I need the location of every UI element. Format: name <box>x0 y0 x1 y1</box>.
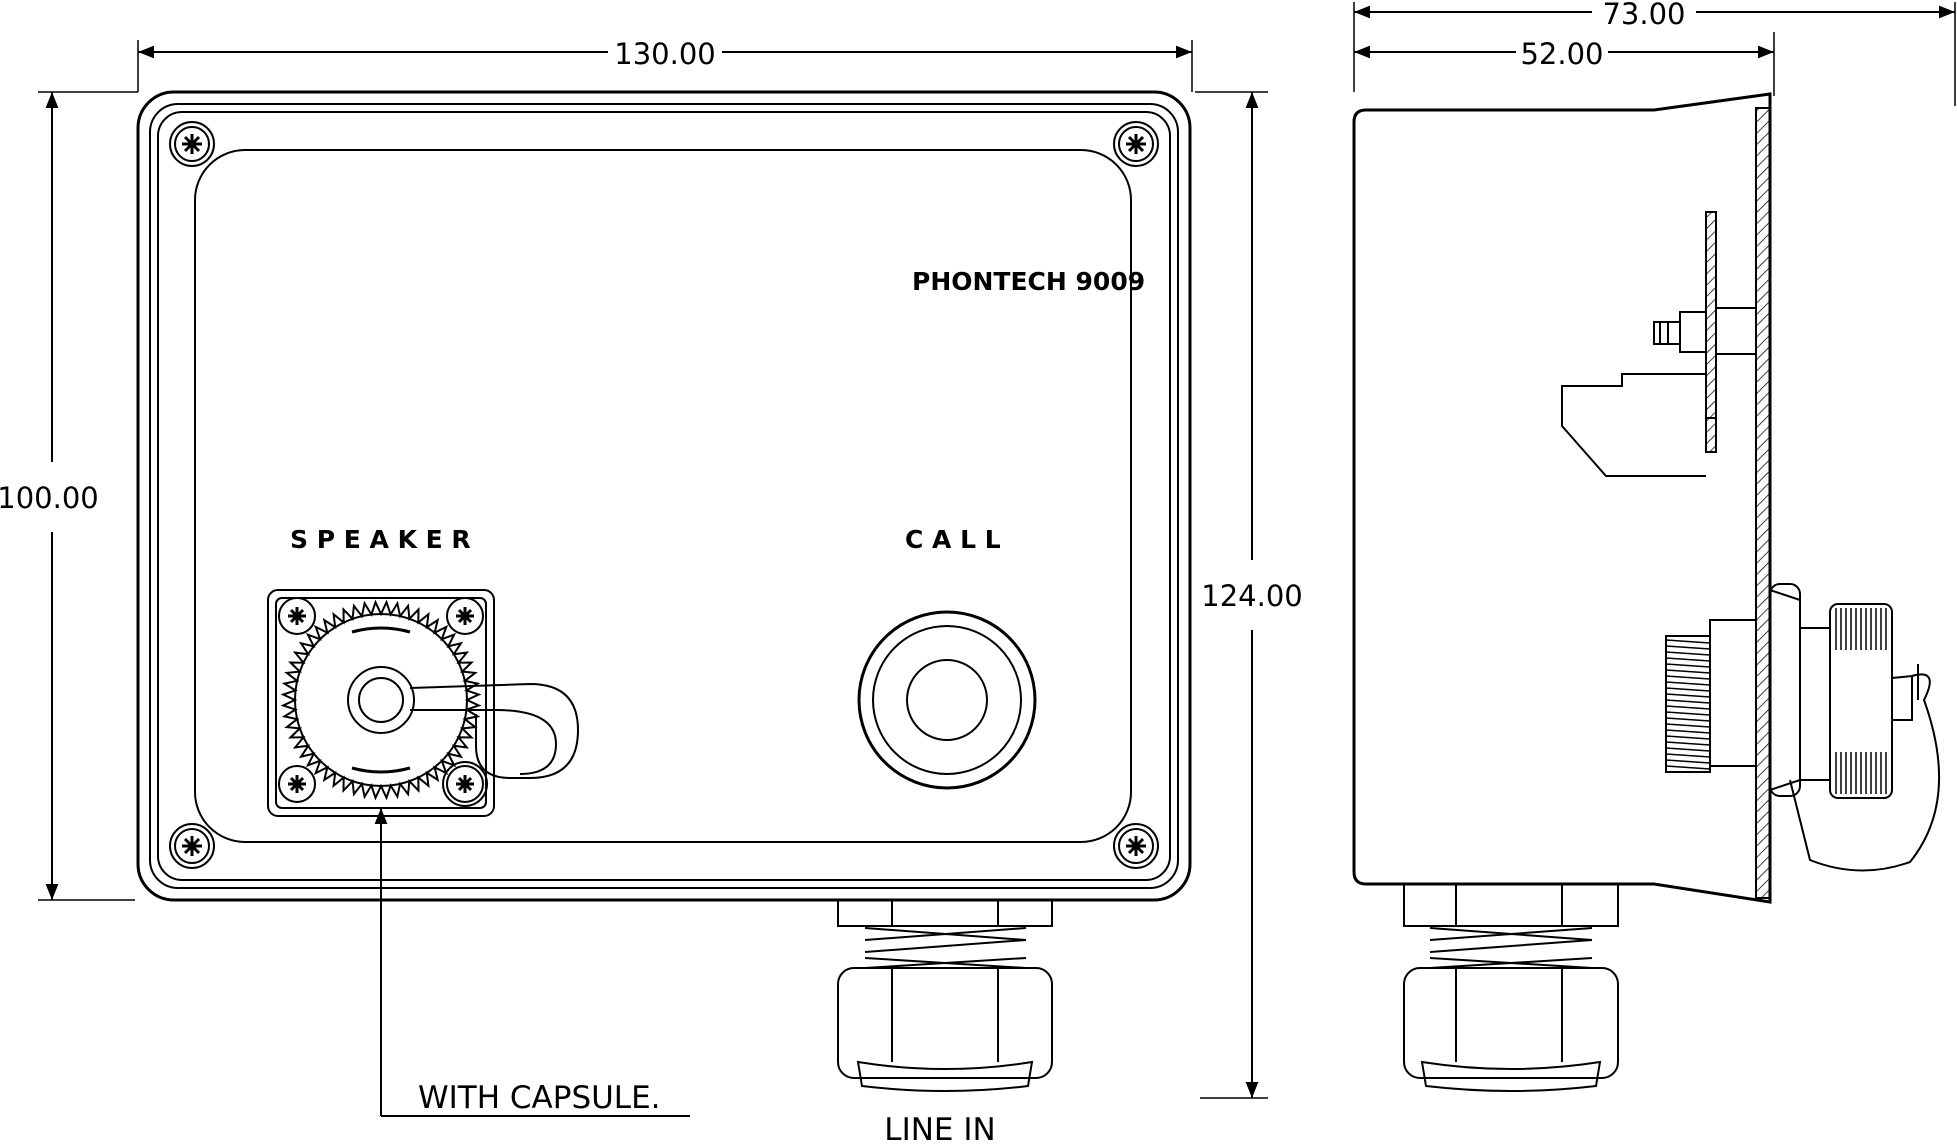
corner-screw-icon <box>168 822 216 870</box>
front-view: 130.00 100.00 PHONTECH 9009 S P E A K E … <box>0 37 1193 1147</box>
dim-text-side-body-depth: 52.00 <box>1520 37 1603 71</box>
thread-line <box>1665 669 1711 674</box>
thread-line <box>1665 699 1711 704</box>
dim-text-front-width: 130.00 <box>614 37 715 71</box>
side-view: 73.00 52.00 <box>1352 0 1956 1092</box>
line-in-label: LINE IN <box>884 1112 995 1147</box>
dimension-front-width: 130.00 <box>138 37 1192 71</box>
thread-line <box>1665 741 1711 746</box>
side-call-button <box>1665 583 1941 872</box>
speaker-assembly <box>267 589 580 817</box>
call-button[interactable] <box>857 610 1037 790</box>
thread-line <box>1665 693 1711 698</box>
corner-screw-icon <box>168 120 216 168</box>
side-cable-gland <box>1403 883 1619 1092</box>
enclosure-outline <box>136 90 1192 902</box>
thread-line <box>1665 711 1711 716</box>
call-label: C A L L <box>905 525 1001 554</box>
thread-line <box>1665 645 1711 650</box>
dimension-front-height: 100.00 <box>0 92 99 900</box>
speaker-screw-icon <box>445 596 485 636</box>
dim-text-side-depth: 73.00 <box>1602 0 1685 31</box>
capsule-icon <box>347 666 415 734</box>
thread-line <box>1665 651 1711 656</box>
thread-line <box>1665 657 1711 662</box>
capsule-leader: WITH CAPSULE. <box>374 808 690 1117</box>
thread-line <box>1665 681 1711 686</box>
thread-line <box>1665 729 1711 734</box>
speaker-screw-icon <box>277 764 317 804</box>
speaker-label: S P E A K E R <box>290 525 471 554</box>
thread-line <box>1665 759 1711 764</box>
front-panel <box>194 149 1132 843</box>
speaker-screw-icon <box>445 764 485 804</box>
corner-screw-icon <box>1112 120 1160 168</box>
capsule-note: WITH CAPSULE. <box>418 1080 661 1116</box>
dim-text-front-height: 100.00 <box>0 481 99 515</box>
thread-line <box>1665 675 1711 680</box>
thread-line <box>1665 687 1711 692</box>
dimension-total-height: 124.00 <box>1195 91 1303 1099</box>
cable-gland <box>837 899 1053 1092</box>
thread-line <box>1665 639 1711 644</box>
thread-line <box>1665 663 1711 668</box>
thread-line <box>1665 753 1711 758</box>
dimension-side-body-depth: 52.00 <box>1354 37 1774 71</box>
front-plate-section <box>1755 107 1771 899</box>
dim-text-total-height: 124.00 <box>1201 579 1302 613</box>
thread-line <box>1665 705 1711 710</box>
thread-line <box>1665 735 1711 740</box>
thread-line <box>1665 723 1711 728</box>
thread-line <box>1665 765 1711 770</box>
dimension-side-depth: 73.00 <box>1354 0 1955 31</box>
model-label: PHONTECH 9009 <box>912 267 1145 296</box>
thread-line <box>1665 747 1711 752</box>
speaker-screw-icon <box>277 596 317 636</box>
thread-line <box>1665 717 1711 722</box>
corner-screw-icon <box>1112 822 1160 870</box>
